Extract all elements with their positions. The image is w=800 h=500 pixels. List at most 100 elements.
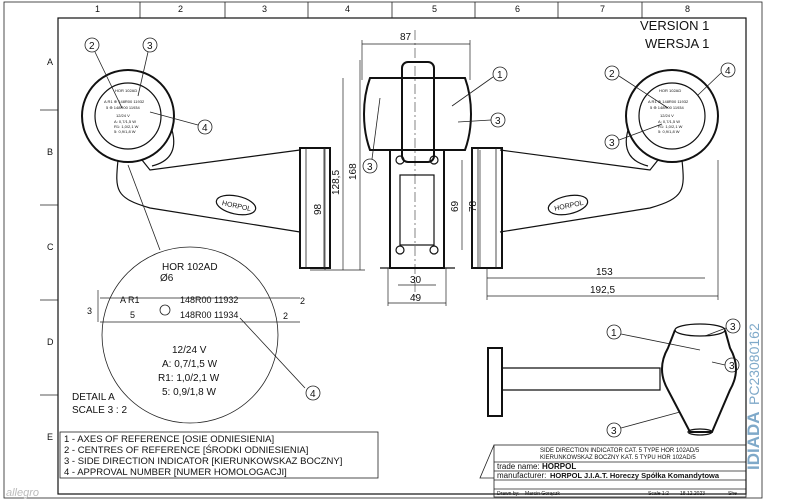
horpol-logo-right (547, 194, 589, 216)
svg-text:3: 3 (495, 116, 501, 127)
svg-text:4: 4 (310, 389, 316, 400)
callout-bottom-3a: 3 (704, 318, 741, 337)
dim-49: 49 (410, 293, 422, 304)
left-lens-text-2: A R1 ⊕ 148R00 11932 (104, 99, 145, 104)
dim-3: 3 (87, 306, 92, 316)
callout-left-2: 2 (84, 37, 123, 109)
svg-text:2: 2 (609, 69, 615, 80)
svg-text:3: 3 (611, 426, 617, 437)
dim-168: 168 (348, 163, 359, 180)
grid-row-e: E (47, 432, 53, 442)
svg-text:3: 3 (367, 162, 373, 173)
version-pl: WERSJA 1 (645, 36, 709, 51)
left-lens-text-7: 5: 0,9/1,8 W (114, 129, 136, 134)
dim-153: 153 (596, 267, 613, 278)
callouts: 2 3 4 1 3 3 2 4 3 4 1 3 3 3 (84, 37, 741, 438)
iso-arm (501, 367, 661, 391)
dimension-lines: 87 168 128,5 98 69 78 30 49 153 192,5 (310, 32, 719, 306)
callout-bottom-1: 1 (606, 324, 701, 351)
grid-row-c: C (47, 242, 54, 252)
svg-text:3: 3 (609, 138, 615, 149)
outer-frame (3, 1, 763, 499)
svg-text:4: 4 (202, 123, 208, 134)
iso-view (487, 323, 737, 436)
dim-98: 98 (313, 203, 324, 215)
dim-78: 78 (468, 200, 479, 212)
legend-item-3: 3 - SIDE DIRECTION INDICATOR [KIERUNKOWS… (64, 456, 342, 467)
dim-128: 128,5 (331, 170, 342, 195)
callout-right-4: 4 (697, 62, 736, 96)
title-date: 18.12.2023 (680, 491, 705, 497)
detail-line2-prefix: 5 (130, 310, 135, 320)
dim-87: 87 (400, 32, 412, 43)
dim-30: 30 (410, 275, 422, 286)
grid-col-1: 1 (95, 4, 100, 14)
left-lens-text-3: 5 ⊕ 148R00 11934 (106, 105, 141, 110)
callout-center-3a: 3 (457, 112, 506, 128)
inner-frame (57, 17, 747, 495)
grid-col-2: 2 (178, 4, 183, 14)
right-lamp-lens (638, 82, 706, 150)
grid-ticks (40, 2, 643, 396)
grid-row-d: D (47, 337, 54, 347)
right-lamp-view: HOR 102AD A R1 ⊕ 148R00 11932 5 ⊕ 148R00… (471, 69, 719, 269)
left-mount-plate (299, 147, 331, 269)
title-block: SIDE DIRECTION INDICATOR CAT. 5 TYPE HOR… (479, 444, 747, 498)
detail-label: DETAIL A (72, 392, 115, 403)
drawn-by: Marcin Gorączk (525, 491, 561, 497)
title-desc-en: SIDE DIRECTION INDICATOR CAT. 5 TYPE HOR… (540, 448, 700, 454)
left-lens-text-1: HOR 102AD (115, 88, 137, 93)
dim-2b: 2 (283, 311, 288, 321)
right-lens-text-1: HOR 102AD (659, 88, 681, 93)
allegro-watermark: allegro (6, 487, 39, 499)
right-lens-text-5: A: 0,7/1,5 W (658, 119, 680, 124)
left-lamp-view: HOR 102AD A R1 ⊕ 148R00 11932 5 ⊕ 148R00… (81, 69, 331, 269)
manufacturer-label: manufacturer: (497, 471, 546, 480)
detail-spec-a: A: 0,7/1,5 W (162, 359, 218, 370)
detail-circle (101, 246, 279, 424)
front-view (363, 30, 472, 300)
svg-text:1: 1 (611, 328, 617, 339)
watermarks: IDIADA PC23080162 allegro (6, 323, 763, 499)
horpol-logo-left (215, 194, 257, 216)
detail-line2-code: 148R00 11934 (180, 310, 238, 320)
version-en: VERSION 1 (640, 18, 709, 33)
grid-col-8: 8 (685, 4, 690, 14)
grid-col-3: 3 (262, 4, 267, 14)
left-lens-text-4: 12/24 V (116, 113, 130, 118)
left-lamp-housing (81, 69, 175, 163)
trade-name-label: trade name: (497, 462, 540, 471)
detail-spec-5: 5: 0,9/1,8 W (162, 387, 216, 398)
detail-model: HOR 102AD (162, 262, 218, 273)
svg-text:3: 3 (730, 322, 736, 333)
detail-spec-r1: R1: 1,0/2,1 W (158, 373, 220, 384)
grid-col-7: 7 (600, 4, 605, 14)
right-lens-text-6: R1: 1,0/2,1 W (658, 124, 683, 129)
left-lens-text-5: A: 0,7/1,5 W (114, 119, 136, 124)
front-base (389, 149, 445, 269)
grid-col-4: 4 (345, 4, 350, 14)
detail-diameter: Ø6 (160, 273, 174, 284)
right-lens-text-4: 12/24 V (660, 113, 674, 118)
legend-item-4: 4 - APPROVAL NUMBER [NUMER HOMOLOGACJI] (64, 467, 287, 478)
detail-a: HOR 102AD Ø6 A R1 148R00 11932 5 148R00 … (72, 164, 306, 424)
callout-right-3: 3 (604, 123, 663, 150)
front-lamp-body (363, 77, 472, 151)
right-lens-text-7: 5: 0,9/1,8 W (658, 129, 680, 134)
callout-bottom-3b: 3 (711, 357, 740, 373)
grid-row-b: B (47, 147, 53, 157)
grid-row-a: A (47, 57, 53, 67)
callout-left-3: 3 (137, 37, 158, 97)
legend-item-2: 2 - CENTRES OF REFERENCE [ŚRODKI ODNIESI… (64, 444, 308, 456)
callout-center-3b: 3 (362, 97, 381, 174)
iso-lamp-body (661, 329, 737, 433)
detail-line1-prefix: A R1 (120, 295, 140, 305)
grid-col-5: 5 (432, 4, 437, 14)
svg-text:2: 2 (89, 41, 95, 52)
detail-voltage: 12/24 V (172, 345, 207, 356)
callout-detail-4: 4 (305, 385, 321, 401)
svg-text:4: 4 (725, 66, 731, 77)
left-lens-text-6: R1: 1,0/2,1 W (114, 124, 139, 129)
callout-right-2: 2 (604, 65, 669, 109)
